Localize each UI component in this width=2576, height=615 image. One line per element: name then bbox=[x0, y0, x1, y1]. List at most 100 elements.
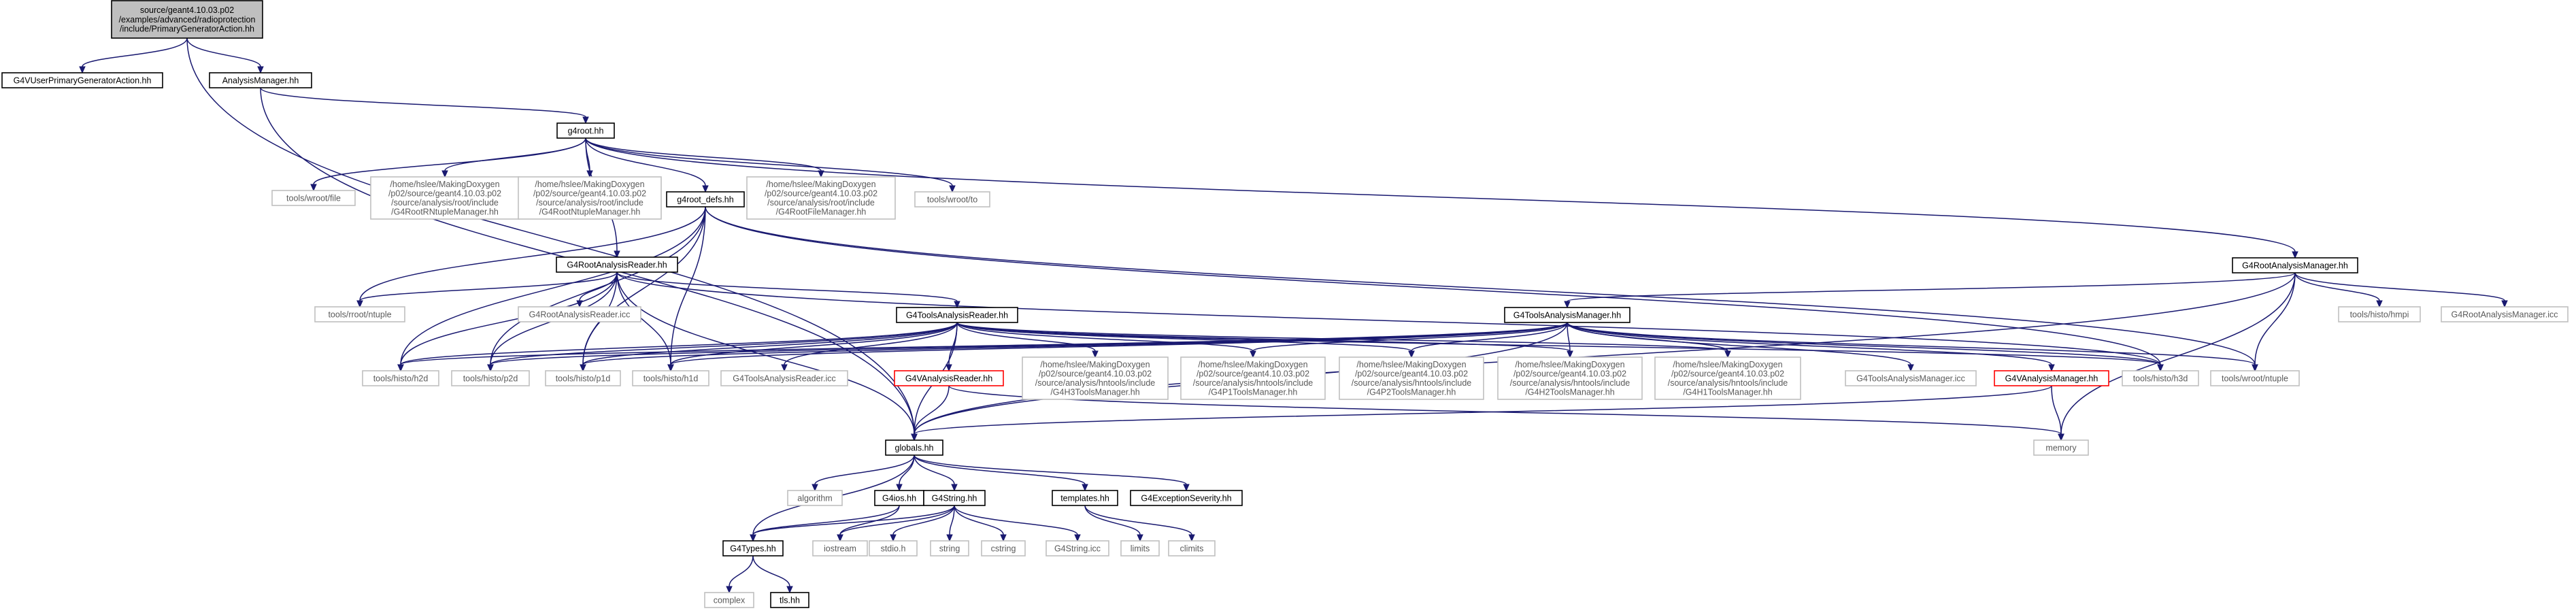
node-label-line: G4RootAnalysisReader.hh bbox=[567, 260, 667, 269]
node-templates[interactable]: templates.hh bbox=[1052, 490, 1118, 506]
node-g4h1tools: /home/hslee/MakingDoxygen/p02/source/gea… bbox=[1654, 356, 1801, 400]
node-box bbox=[111, 0, 263, 39]
dependency-edges bbox=[79, 37, 2508, 594]
node-g4string[interactable]: G4String.hh bbox=[923, 490, 986, 506]
node-label-line: /G4P2ToolsManager.hh bbox=[1367, 388, 1456, 397]
include-edge bbox=[1408, 322, 1568, 359]
node-g4toolsanalysisreader[interactable]: G4ToolsAnalysisReader.hh bbox=[896, 307, 1018, 323]
include-edge bbox=[726, 555, 754, 594]
node-box bbox=[2338, 306, 2421, 322]
node-g4vanalysismanager[interactable]: G4VAnalysisManager.hh bbox=[1994, 370, 2109, 386]
node-label-line: /home/hslee/MakingDoxygen bbox=[390, 180, 499, 189]
node-label-line: g4root.hh bbox=[568, 126, 604, 135]
node-g4rootanalysismanager[interactable]: G4RootAnalysisManager.hh bbox=[2232, 257, 2358, 273]
node-label-line: G4ExceptionSeverity.hh bbox=[1141, 493, 1231, 503]
node-label-line: /home/hslee/MakingDoxygen bbox=[1515, 360, 1624, 369]
node-label-line: tools/wroot/file bbox=[286, 193, 341, 203]
node-globals[interactable]: globals.hh bbox=[885, 439, 943, 456]
node-label-line: G4RootAnalysisReader.icc bbox=[529, 310, 631, 319]
node-g4types[interactable]: G4Types.hh bbox=[722, 540, 784, 556]
node-box bbox=[787, 490, 843, 506]
include-edge bbox=[954, 505, 1007, 542]
arrowhead bbox=[702, 185, 709, 193]
node-label-line: templates.hh bbox=[1060, 493, 1109, 503]
arrowhead bbox=[726, 586, 733, 594]
node-g4vanalysisreader[interactable]: G4VAnalysisReader.hh bbox=[894, 370, 1004, 386]
arrowhead bbox=[582, 116, 589, 124]
node-label-line: G4RootAnalysisManager.icc bbox=[2451, 310, 2558, 319]
node-label-line: /p02/source/geant4.10.03.p02 bbox=[388, 189, 501, 199]
node-rroot-ntuple: tools/rroot/ntuple bbox=[314, 306, 405, 322]
node-limits: limits bbox=[1120, 540, 1160, 556]
include-edge bbox=[954, 505, 1081, 542]
node-stdio: stdio.h bbox=[869, 540, 918, 556]
node-label-line: /source/analysis/hntools/include bbox=[1035, 378, 1156, 388]
arrowhead bbox=[614, 250, 620, 259]
node-wroot-ntuple: tools/wroot/ntuple bbox=[2210, 370, 2300, 386]
node-label-line: /p02/source/geant4.10.03.p02 bbox=[1513, 369, 1626, 379]
include-edge bbox=[1567, 322, 1914, 372]
arrowhead bbox=[946, 534, 953, 542]
node-box bbox=[923, 490, 986, 506]
include-edge bbox=[356, 271, 618, 308]
node-label-line: /p02/source/geant4.10.03.p02 bbox=[1671, 369, 1784, 379]
arrowhead bbox=[1724, 350, 1731, 359]
node-box bbox=[746, 176, 896, 220]
node-g4rootanalysisreader[interactable]: G4RootAnalysisReader.hh bbox=[556, 256, 678, 273]
node-box bbox=[885, 439, 943, 456]
node-g4h2tools: /home/hslee/MakingDoxygen/p02/source/gea… bbox=[1497, 356, 1643, 400]
arrowhead bbox=[2048, 364, 2055, 372]
node-p2d: tools/histo/p2d bbox=[451, 370, 530, 386]
node-label-line: tools/histo/h2d bbox=[373, 373, 429, 383]
include-edge bbox=[585, 137, 824, 178]
node-analysismanager[interactable]: AnalysisManager.hh bbox=[209, 72, 312, 88]
include-edge bbox=[616, 271, 960, 309]
include-edge bbox=[911, 385, 2052, 442]
node-g4vuser[interactable]: G4VUserPrimaryGeneratorAction.hh bbox=[1, 72, 163, 88]
node-g4root-defs[interactable]: g4root_defs.hh bbox=[666, 191, 745, 207]
node-label-line: /G4P1ToolsManager.hh bbox=[1209, 388, 1298, 397]
include-edge bbox=[890, 505, 955, 542]
node-g4root[interactable]: g4root.hh bbox=[556, 122, 615, 139]
node-wroot-file: tools/wroot/file bbox=[271, 190, 356, 206]
include-edge bbox=[1084, 505, 1195, 542]
node-label-line: /home/hslee/MakingDoxygen bbox=[1198, 360, 1307, 369]
node-label-line: iostream bbox=[824, 544, 856, 553]
arrowhead bbox=[911, 433, 918, 442]
arrowhead bbox=[946, 364, 952, 372]
node-box bbox=[1504, 307, 1630, 323]
arrowhead bbox=[1564, 301, 1571, 309]
node-box bbox=[914, 191, 990, 207]
include-edge bbox=[616, 271, 2164, 372]
node-box bbox=[1339, 356, 1484, 400]
node-label-line: /p02/source/geant4.10.03.p02 bbox=[1355, 369, 1468, 379]
include-edge bbox=[896, 454, 915, 492]
arrowhead bbox=[356, 300, 363, 308]
arrowhead bbox=[1137, 534, 1143, 542]
arrowhead bbox=[2157, 364, 2164, 372]
node-g4exception[interactable]: G4ExceptionSeverity.hh bbox=[1130, 490, 1243, 506]
node-label-line: G4VAnalysisReader.hh bbox=[905, 373, 992, 383]
include-edge bbox=[1250, 322, 1568, 359]
node-g4string-icc: G4String.icc bbox=[1046, 540, 1109, 556]
include-edge bbox=[79, 37, 188, 74]
node-g4rootntuple: /home/hslee/MakingDoxygen/p02/source/gea… bbox=[518, 176, 662, 220]
node-label-line: /home/hslee/MakingDoxygen bbox=[1673, 360, 1782, 369]
node-label-line: tools/histo/hmpi bbox=[2350, 310, 2409, 319]
node-tls[interactable]: tls.hh bbox=[770, 592, 809, 608]
node-root[interactable]: source/geant4.10.03.p02/examples/advance… bbox=[111, 0, 263, 39]
arrowhead bbox=[818, 170, 824, 178]
node-label-line: G4VAnalysisManager.hh bbox=[2005, 373, 2098, 383]
node-g4toolsanalysismanager[interactable]: G4ToolsAnalysisManager.hh bbox=[1504, 307, 1630, 323]
arrowhead bbox=[487, 364, 494, 372]
include-edge bbox=[186, 37, 264, 74]
include-edge bbox=[956, 322, 1099, 359]
node-box bbox=[632, 370, 709, 386]
node-label-line: /examples/advanced/radioprotection bbox=[119, 15, 256, 24]
arrowhead bbox=[812, 484, 818, 492]
node-iostream: iostream bbox=[812, 540, 868, 556]
include-edge bbox=[750, 505, 955, 542]
node-g4ios[interactable]: G4ios.hh bbox=[874, 490, 924, 506]
node-box bbox=[556, 256, 678, 273]
